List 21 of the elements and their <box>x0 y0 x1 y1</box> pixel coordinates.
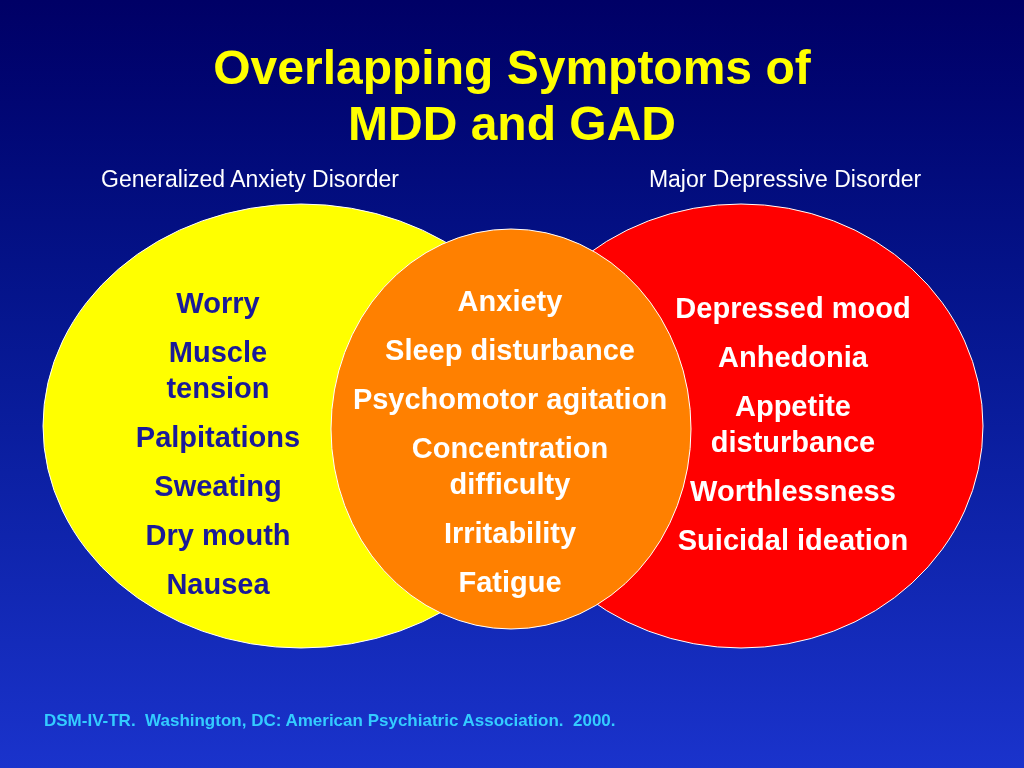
symptom-text: Anxiety <box>457 284 563 319</box>
symptom-text: Palpitations <box>135 420 301 455</box>
symptom-text: Depressed mood <box>675 291 911 326</box>
symptom-text: Appetite disturbance <box>709 389 877 460</box>
symptom-text: Sweating <box>154 469 282 504</box>
set-heading: Major Depressive Disorder <box>647 166 923 192</box>
citation-note: DSM-IV-TR. Washington, DC: American Psychiatric Association. 2000. <box>44 710 616 732</box>
symptom-text: Worthlessness <box>690 474 896 509</box>
symptom-text: Concentration difficulty <box>410 431 610 502</box>
symptom-text: Dry mouth <box>145 518 291 553</box>
slide-title: Overlapping Symptoms of MDD and GAD <box>212 40 812 152</box>
symptom-text: Nausea <box>166 567 270 602</box>
symptom-text: Anhedonia <box>718 340 868 375</box>
symptom-text: Worry <box>176 286 260 321</box>
symptom-text: Suicidal ideation <box>677 523 909 558</box>
symptom-text: Fatigue <box>458 565 562 600</box>
symptom-text: Muscle tension <box>165 335 271 406</box>
symptom-text: Irritability <box>443 516 577 551</box>
set-heading: Generalized Anxiety Disorder <box>100 166 400 192</box>
symptom-text: Sleep disturbance <box>385 333 635 368</box>
symptom-text: Psychomotor agitation <box>352 382 668 417</box>
